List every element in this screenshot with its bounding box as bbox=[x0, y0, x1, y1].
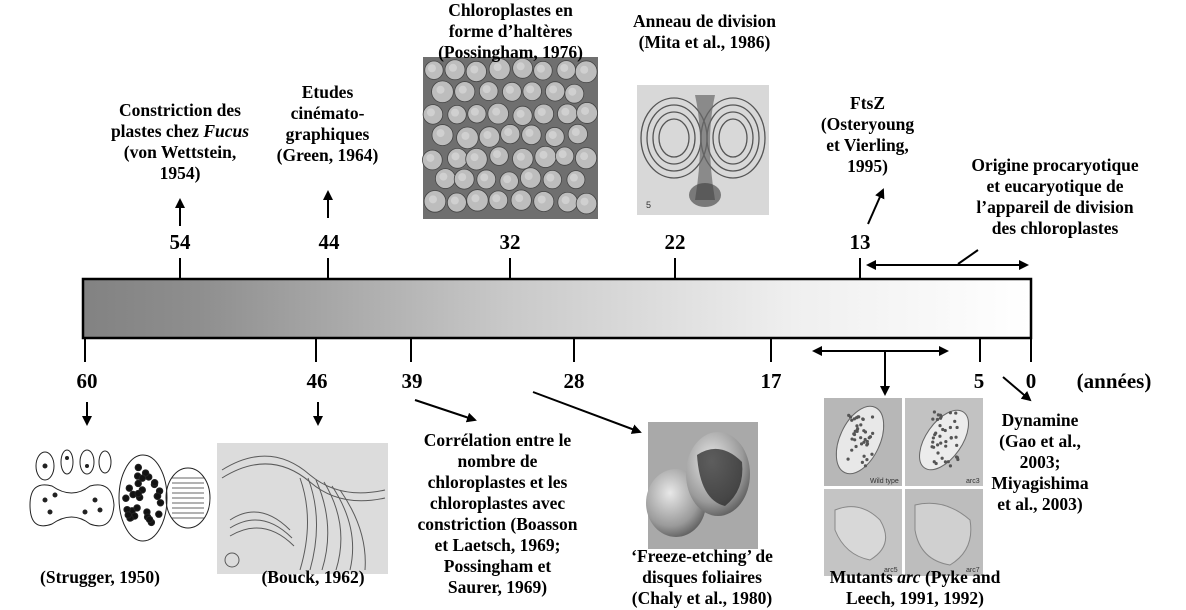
tick-label-28: 28 bbox=[564, 369, 585, 394]
tick-label-39: 39 bbox=[402, 369, 423, 394]
tick-label-46: 46 bbox=[307, 369, 328, 394]
tick-label-0: 0 bbox=[1026, 369, 1037, 394]
arrow-28 bbox=[533, 392, 640, 432]
mutant-caption-wt: Wild type bbox=[870, 478, 899, 485]
drawing-strugger-chloroplasts bbox=[30, 450, 210, 541]
ring-figure-mark: 5 bbox=[646, 200, 651, 210]
micrograph-dumbbell-chloroplasts bbox=[422, 57, 598, 219]
tick-label-5: 5 bbox=[974, 369, 985, 394]
tick-label-13: 13 bbox=[850, 230, 871, 255]
event-5-label: Dynamine (Gao et al., 2003; Miyagishima … bbox=[975, 410, 1105, 515]
tick-label-17: 17 bbox=[761, 369, 782, 394]
event-44-label: Etudes cinémato- graphiques (Green, 1964… bbox=[250, 82, 405, 166]
event-22-label: Anneau de division (Mita et al., 1986) bbox=[612, 11, 797, 53]
event-60-label: (Strugger, 1950) bbox=[0, 567, 200, 588]
top-ticks bbox=[180, 258, 860, 279]
tick-label-54: 54 bbox=[170, 230, 191, 255]
micrograph-bouck bbox=[217, 443, 388, 574]
tick-label-22: 22 bbox=[665, 230, 686, 255]
tick-label-44: 44 bbox=[319, 230, 340, 255]
micrograph-division-ring: 5 bbox=[637, 85, 769, 215]
tick-label-32: 32 bbox=[500, 230, 521, 255]
unit-label: (années) bbox=[1077, 369, 1152, 394]
micrograph-freeze-etching bbox=[646, 422, 758, 549]
event-origin-label: Origine procaryotique et eucaryotique de… bbox=[940, 155, 1170, 239]
arrow-13 bbox=[868, 190, 883, 224]
event-32-label: Chloroplastes en forme d’haltères (Possi… bbox=[418, 0, 603, 63]
tick-label-60: 60 bbox=[77, 369, 98, 394]
arrow-origin-link bbox=[958, 250, 978, 264]
event-46-label: (Bouck, 1962) bbox=[228, 567, 398, 588]
event-28-label: ‘Freeze-etching’ de disques foliaires (C… bbox=[612, 546, 792, 609]
event-39-label: Corrélation entre le nombre de chloropla… bbox=[390, 430, 605, 598]
arrow-39 bbox=[415, 400, 475, 420]
event-13-label: FtsZ (Osteryoung et Vierling, 1995) bbox=[800, 93, 935, 177]
timeline-bar bbox=[83, 279, 1031, 338]
event-17-label: Mutants arc (Pyke and Leech, 1991, 1992) bbox=[810, 567, 1020, 609]
micrograph-arc-mutants: Wild type arc3 arc5 arc7 bbox=[822, 396, 985, 578]
